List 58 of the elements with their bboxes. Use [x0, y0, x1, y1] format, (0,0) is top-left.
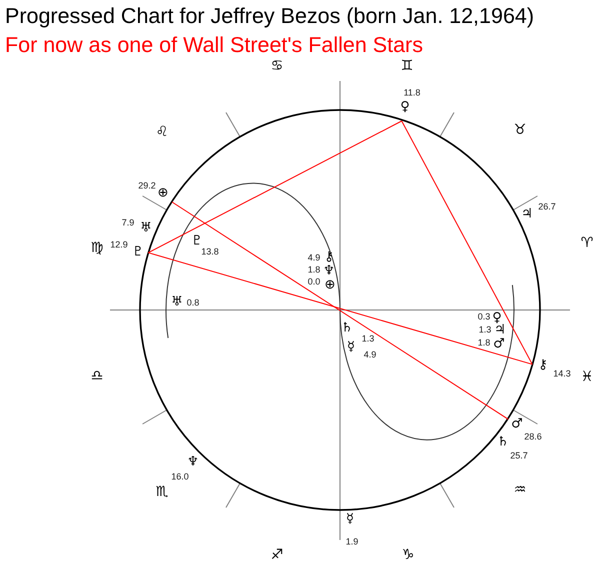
degree-value: 0.0 [308, 278, 320, 286]
planet-symbol: ♃ [521, 208, 533, 220]
planet-symbol: ⚷ [538, 358, 548, 372]
degree-value: 28.6 [524, 432, 542, 442]
planet-symbol: ♅ [171, 296, 183, 308]
planet-symbol: ⚷ [324, 250, 334, 264]
degree-value: 13.8 [201, 248, 219, 256]
planet-symbol: ♀ [400, 100, 410, 114]
degree-value: 14.3 [553, 370, 571, 378]
planet-symbol: ♀ [492, 312, 502, 324]
planet-symbol: ♄ [497, 436, 509, 448]
degree-value: 11.8 [404, 88, 420, 98]
degree-value: 16.0 [171, 472, 189, 482]
planet-symbol: ♄ [341, 322, 353, 334]
zodiac-sign: ♒ [514, 483, 526, 497]
degree-value: 26.7 [538, 202, 556, 212]
planet-symbol: ♆ [187, 456, 199, 468]
planet-symbol: ♃ [494, 324, 506, 336]
zodiac-sign: ♐ [270, 548, 284, 562]
planet-symbol: ⊕ [158, 186, 168, 200]
degree-value: 1.3 [478, 326, 492, 334]
degree-value: 29.2 [138, 182, 156, 190]
planet-symbol: ♆ [323, 264, 335, 278]
zodiac-sign: ♊ [400, 59, 414, 73]
zodiac-sign: ♓ [580, 370, 594, 384]
zodiac-sign: ♎ [90, 369, 104, 383]
zodiac-sign: ♑ [402, 548, 414, 562]
aspect-line [148, 252, 533, 365]
planet-symbol: ☿ [346, 512, 354, 526]
zodiac-sign: ♌ [156, 125, 168, 139]
zodiac-sign: ♍ [90, 241, 104, 255]
zodiac-sign: ♉ [514, 123, 526, 137]
degree-value: 0.8 [186, 298, 200, 308]
chart-title: Progressed Chart for Jeffrey Bezos (born Jan. 12,1964) [5, 4, 534, 28]
planet-symbol: ♂ [493, 338, 505, 350]
degree-value: 7.9 [122, 218, 134, 228]
planet-symbol: ⊕ [324, 278, 336, 292]
degree-value: 12.9 [110, 240, 128, 250]
degree-value: 1.3 [362, 334, 374, 344]
planet-symbol: ☿ [347, 340, 355, 354]
planet-symbol: ♇ [132, 246, 144, 258]
degree-value: 1.8 [308, 266, 320, 274]
degree-value: 0.3 [478, 312, 490, 322]
aspect-line [172, 202, 509, 420]
planet-symbol: ♇ [191, 234, 203, 248]
aspect-line [401, 120, 533, 365]
zodiac-sign: ♏ [156, 485, 168, 499]
planet-symbol: ♂ [511, 418, 523, 430]
degree-value: 4.9 [364, 350, 376, 360]
degree-value: 1.8 [478, 338, 490, 348]
aspect-line [148, 120, 402, 254]
degree-value: 25.7 [510, 452, 528, 460]
planet-symbol: ♅ [140, 222, 152, 234]
chart-subtitle: For now as one of Wall Street's Fallen Stars [5, 33, 423, 57]
degree-value: 4.9 [308, 254, 320, 262]
degree-value: 1.9 [346, 538, 358, 546]
zodiac-sign: ♋ [270, 59, 284, 73]
zodiac-sign: ♈ [580, 236, 594, 250]
